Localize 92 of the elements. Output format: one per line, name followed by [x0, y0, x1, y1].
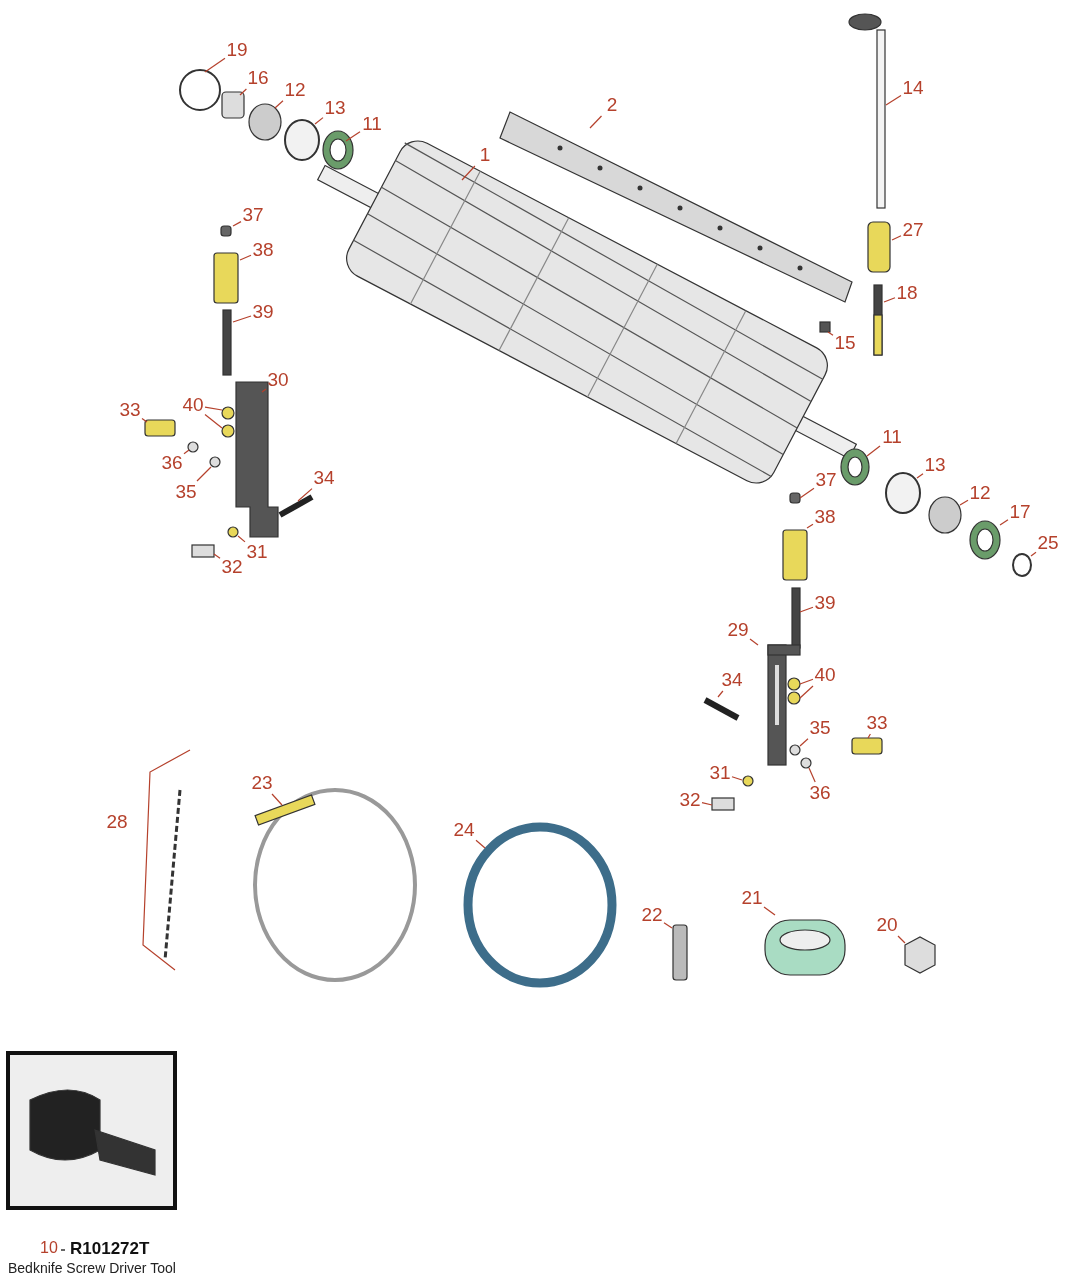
leader-line: [141, 417, 148, 423]
leader-line: [897, 935, 906, 944]
callout-number: 39: [813, 593, 837, 613]
callout-number: 35: [808, 718, 832, 738]
leader-line: [885, 95, 902, 106]
callout-number: 34: [312, 468, 336, 488]
callout-number: 10: [40, 1239, 58, 1257]
callout-number: 33: [865, 713, 889, 733]
callout-number: 20: [875, 915, 899, 935]
callout-number: 24: [452, 820, 476, 840]
leader-line: [271, 793, 283, 806]
callout-number: 36: [160, 453, 184, 473]
leader-line: [1030, 551, 1037, 557]
leader-line: [213, 553, 221, 559]
leader-line: [345, 131, 361, 142]
callout-number: 23: [250, 773, 274, 793]
callout-number: 16: [246, 68, 270, 88]
callout-number: 33: [118, 400, 142, 420]
part-number: R101272T: [70, 1239, 150, 1259]
callout-number: 25: [1036, 533, 1060, 553]
callout-number: 36: [808, 783, 832, 803]
leader-line: [261, 388, 267, 393]
callout-number: 15: [833, 333, 857, 353]
leader-line: [183, 449, 190, 455]
leader-line: [799, 678, 814, 685]
callout-number: 40: [181, 395, 205, 415]
callout-number: 31: [708, 763, 732, 783]
leader-line: [799, 738, 809, 747]
leader-line: [461, 165, 476, 181]
leader-line: [799, 606, 814, 613]
leader-line: [274, 100, 284, 109]
leader-line: [808, 767, 816, 783]
callout-number: 2: [605, 95, 619, 115]
callout-number: 32: [678, 790, 702, 810]
callout-number: 21: [740, 888, 764, 908]
part-description: Bedknife Screw Driver Tool: [8, 1260, 176, 1276]
callout-number: 17: [1008, 502, 1032, 522]
leader-line: [883, 297, 896, 303]
leader-line: [916, 473, 924, 479]
callout-number: 38: [813, 507, 837, 527]
callout-number: 19: [225, 40, 249, 60]
leader-line: [232, 221, 242, 227]
leader-line: [866, 445, 881, 457]
leader-line: [717, 690, 724, 698]
leader-line: [314, 117, 324, 125]
leader-line: [204, 413, 223, 429]
callout-number: 28: [106, 811, 128, 833]
leader-line: [239, 88, 247, 96]
callout-number: 22: [640, 905, 664, 925]
leader-line: [806, 523, 814, 529]
callout-number: 1: [478, 145, 492, 165]
callout-number: 13: [923, 455, 947, 475]
leader-line: [204, 57, 226, 73]
callout-number: 13: [323, 98, 347, 118]
leader-line: [196, 466, 212, 482]
callout-number: 38: [251, 240, 275, 260]
callout-number: 29: [726, 620, 750, 640]
callout-number: 37: [814, 470, 838, 490]
leader-line: [891, 235, 902, 241]
leader-line: [204, 406, 223, 411]
leader-line: [763, 906, 776, 916]
leader-line: [701, 802, 713, 806]
leader-line: [475, 839, 486, 849]
leader-line: [827, 331, 834, 336]
callout-number: 30: [266, 370, 290, 390]
callout-number: 14: [901, 78, 925, 98]
leader-line: [297, 488, 313, 502]
callout-number: 11: [361, 114, 383, 134]
callout-number: 18: [895, 283, 919, 303]
leader-line: [237, 535, 246, 543]
callout-number: 31: [245, 542, 269, 562]
leader-line: [749, 638, 759, 646]
leader-line: [239, 254, 252, 261]
leader-line: [232, 315, 252, 323]
leader-line: [731, 776, 743, 781]
callout-number: 39: [251, 302, 275, 322]
callout-number: 27: [901, 220, 925, 240]
leader-line: [999, 519, 1009, 526]
callout-number: 12: [283, 80, 307, 100]
callout-number: 37: [241, 205, 265, 225]
callout-number: 35: [174, 482, 198, 502]
leader-line: [663, 922, 673, 929]
callout-number: 32: [220, 557, 244, 577]
callout-number: 34: [720, 670, 744, 690]
callout-number: 12: [968, 483, 992, 503]
leader-line: [799, 487, 815, 499]
callout-number: 11: [881, 427, 903, 447]
leader-line: [959, 499, 969, 506]
leader-line: [799, 685, 814, 699]
leader-line: [589, 115, 603, 129]
callout-number: 40: [813, 665, 837, 685]
leader-line: [867, 733, 871, 739]
